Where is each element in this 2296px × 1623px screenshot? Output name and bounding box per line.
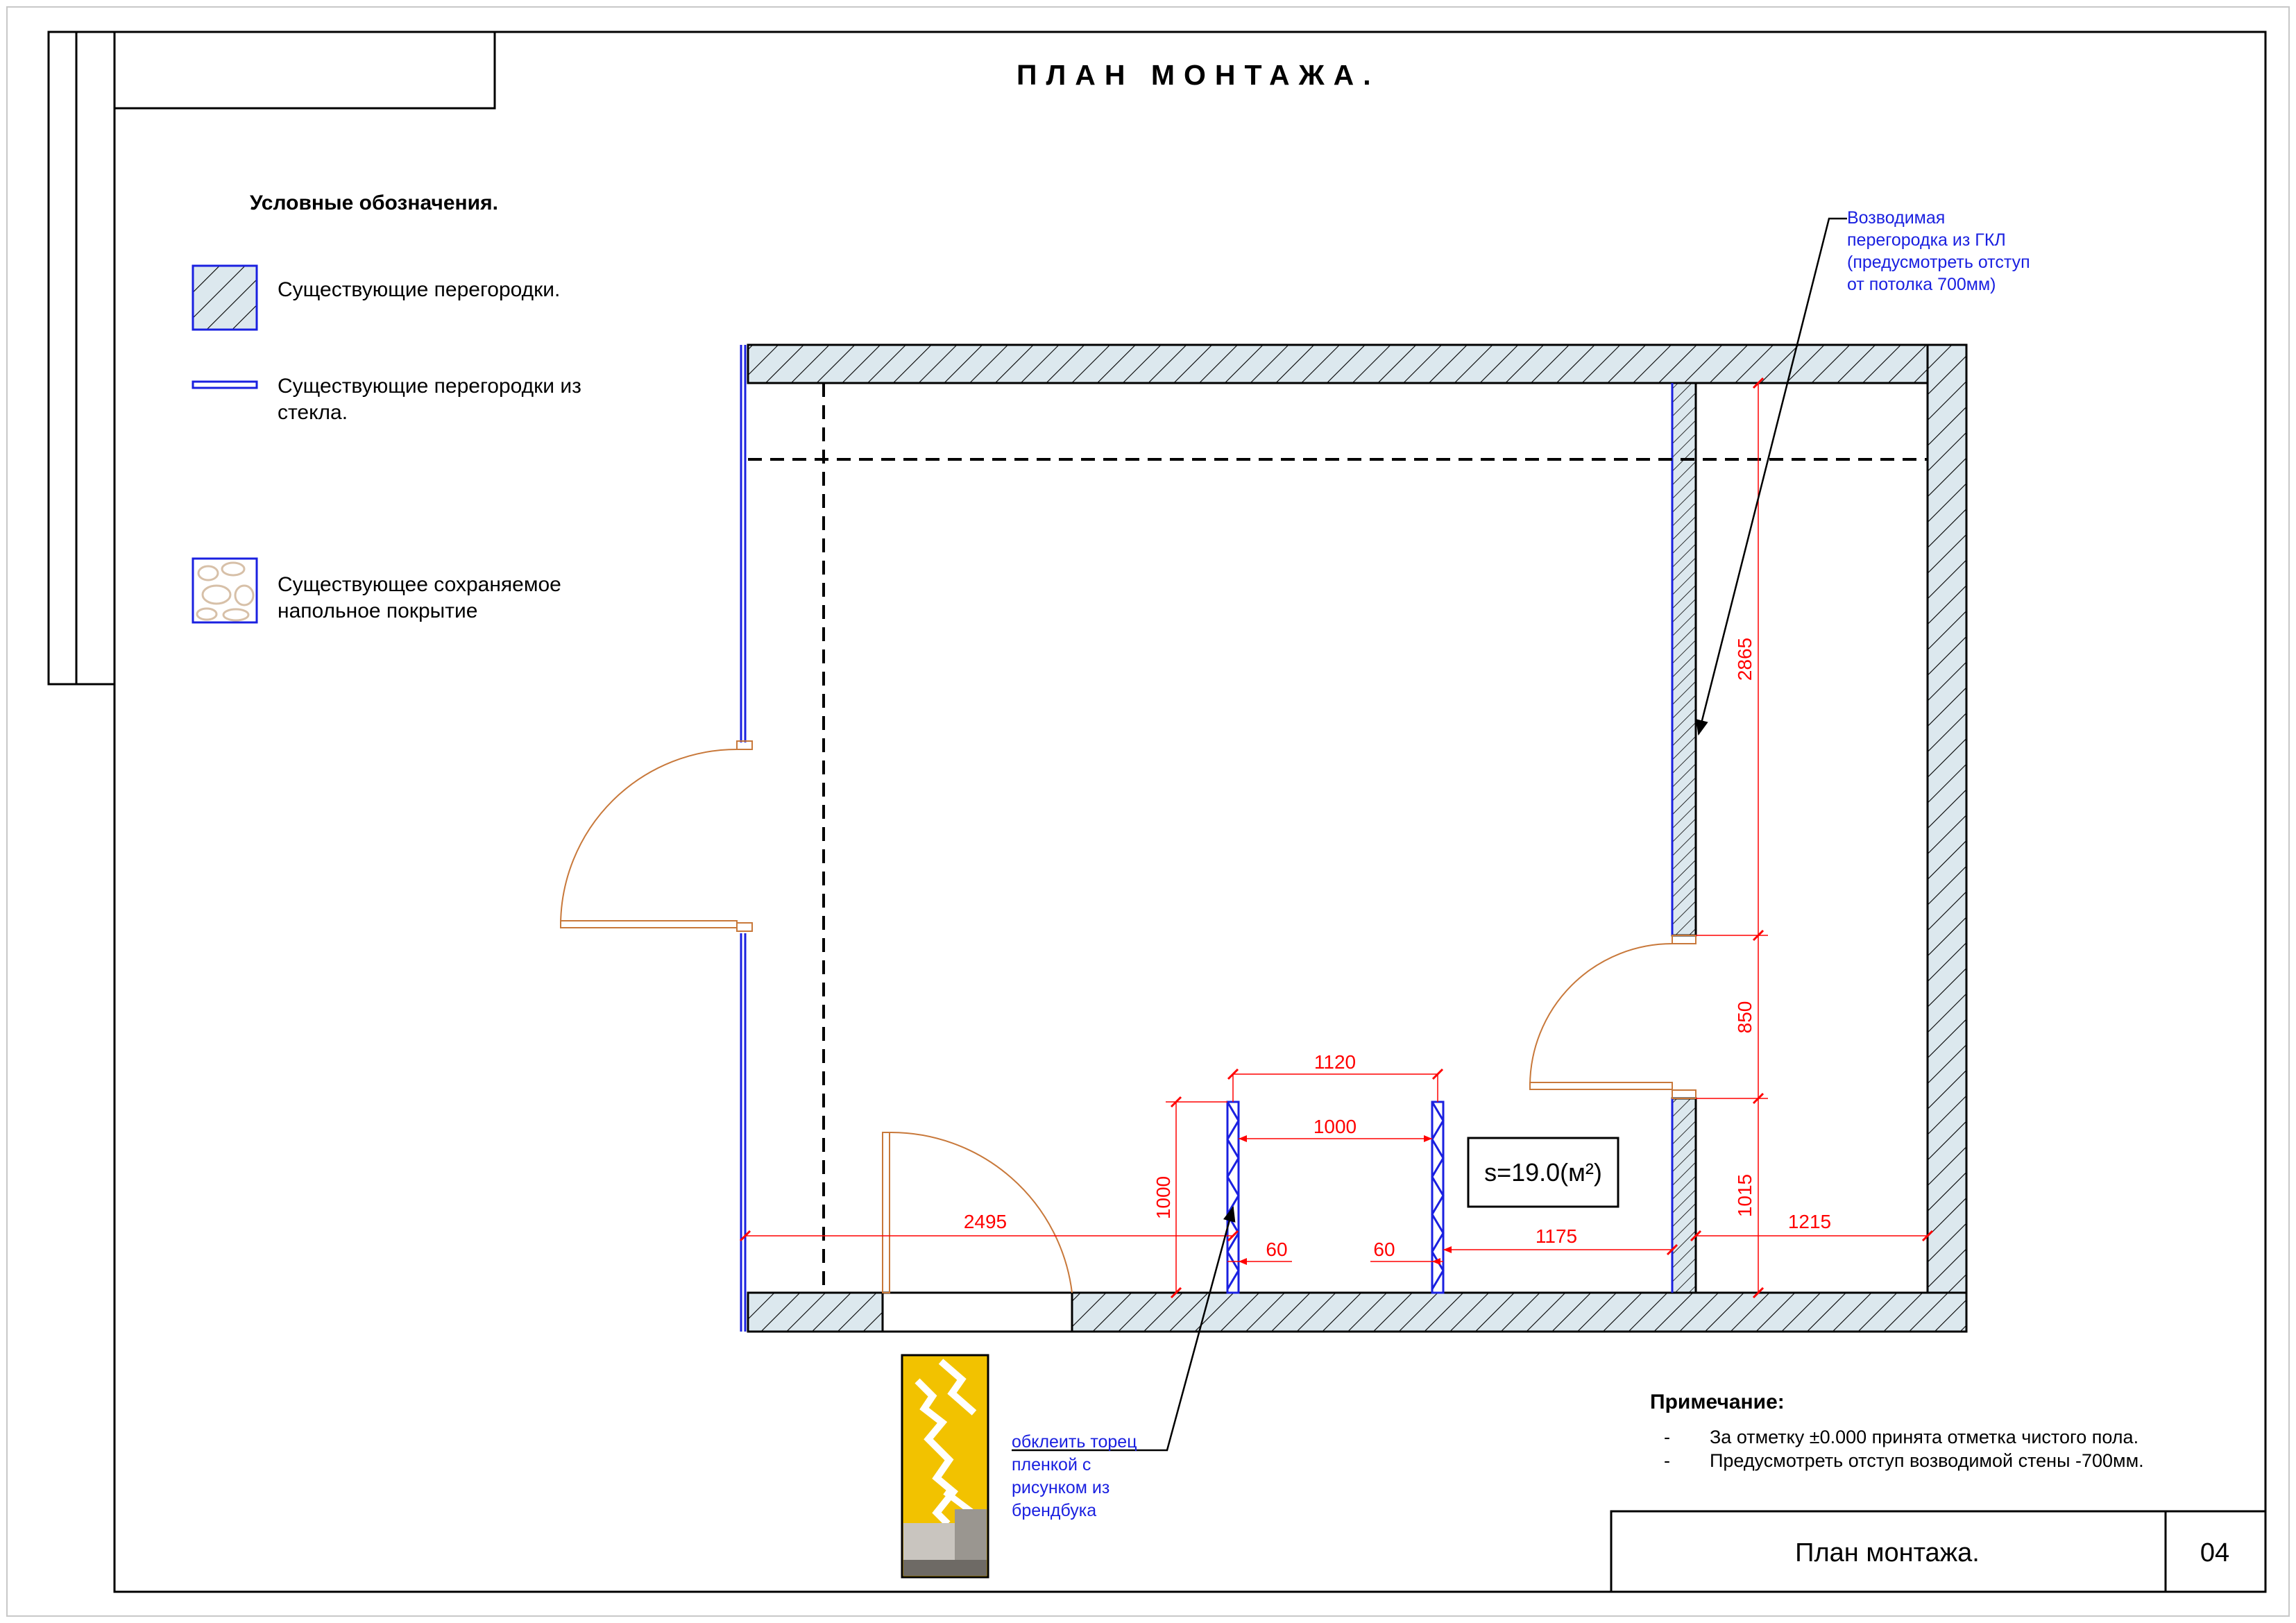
outer-border bbox=[6, 6, 2290, 1617]
callout-gkl-line-1: Возводимая bbox=[1847, 208, 1945, 228]
dim-60-right: 60 bbox=[1373, 1239, 1395, 1260]
dim-2495: 2495 bbox=[964, 1211, 1007, 1232]
truss-post-right bbox=[1431, 1101, 1445, 1294]
dim-850: 850 bbox=[1734, 1001, 1755, 1034]
callout-film-line-3: рисунком из bbox=[1012, 1478, 1109, 1497]
bottom-wall-right bbox=[1071, 1291, 1968, 1333]
dim-60-left: 60 bbox=[1266, 1239, 1287, 1260]
door-right bbox=[1529, 935, 1697, 1099]
glass-partition-left bbox=[740, 345, 747, 1332]
top-left-box bbox=[113, 31, 496, 110]
callout-gkl-line-3: (предусмотреть отступ bbox=[1847, 253, 2030, 272]
note-item-2: Предусмотреть отступ возводимой стены -7… bbox=[1710, 1450, 2144, 1471]
dimension-lines bbox=[745, 383, 1928, 1293]
brandbook-swatch-image bbox=[901, 1354, 989, 1579]
callout-film-line-4: брендбука bbox=[1012, 1501, 1096, 1520]
note-bullet-1: - bbox=[1664, 1427, 1670, 1447]
floor-covering-swatch bbox=[192, 557, 258, 624]
top-wall bbox=[747, 343, 1968, 384]
dim-2865: 2865 bbox=[1734, 638, 1755, 681]
door-bottom bbox=[881, 1131, 1073, 1333]
notes-heading: Примечание: bbox=[1650, 1391, 1785, 1413]
glass-partition-swatch bbox=[192, 380, 258, 389]
callout-film-line-1: обклеить торец bbox=[1012, 1432, 1137, 1452]
legend: Условные обозначения. Существующие перег… bbox=[192, 192, 581, 624]
drawing-frame bbox=[113, 31, 2267, 1593]
dimension-arrows bbox=[1239, 1135, 1452, 1265]
truss-post-left bbox=[1226, 1101, 1240, 1294]
bottom-wall-left bbox=[747, 1291, 884, 1333]
dim-1015: 1015 bbox=[1734, 1174, 1755, 1217]
dim-1215: 1215 bbox=[1788, 1211, 1831, 1232]
dim-1000-horizontal: 1000 bbox=[1313, 1116, 1357, 1137]
hatched-wall-swatch bbox=[192, 264, 258, 331]
area-label-box bbox=[1467, 1137, 1619, 1208]
right-wall bbox=[1926, 343, 1968, 1294]
callout-gkl: Возводимая перегородка из ГКЛ (предусмот… bbox=[1696, 208, 2030, 736]
legend-item-walls: Существующие перегородки. bbox=[278, 278, 560, 301]
legend-item-glass-1: Существующие перегородки из bbox=[278, 375, 581, 398]
door-left bbox=[560, 740, 753, 932]
note-item-1: За отметку ±0.000 принята отметка чистог… bbox=[1710, 1427, 2138, 1447]
dim-1000-vertical: 1000 bbox=[1153, 1176, 1174, 1219]
area-label: s=19.0(м²) bbox=[1484, 1158, 1602, 1187]
callout-gkl-line-2: перегородка из ГКЛ bbox=[1847, 230, 2006, 250]
legend-item-glass-2: стекла. bbox=[278, 401, 348, 424]
legend-heading: Условные обозначения. bbox=[250, 192, 498, 214]
gkl-partition bbox=[1671, 382, 1697, 1294]
existing-walls bbox=[747, 343, 1968, 1333]
sheet-title: ПЛАН МОНТАЖА. bbox=[1017, 59, 1380, 91]
side-strip bbox=[47, 31, 116, 686]
notes: Примечание: - За отметку ±0.000 принята … bbox=[1650, 1391, 2144, 1471]
note-bullet-2: - bbox=[1664, 1450, 1670, 1471]
dim-1175: 1175 bbox=[1536, 1225, 1577, 1247]
callout-film-line-2: пленкой с bbox=[1012, 1455, 1091, 1475]
stamp-sheet-number: 04 bbox=[2200, 1538, 2229, 1567]
stamp-title: План монтажа. bbox=[1795, 1538, 1980, 1567]
legend-item-floor-2: напольное покрытие bbox=[278, 600, 477, 622]
legend-item-floor-1: Существующее сохраняемое bbox=[278, 573, 561, 596]
dim-1120: 1120 bbox=[1314, 1051, 1356, 1073]
callout-gkl-line-4: от потолка 700мм) bbox=[1847, 275, 1996, 294]
dimension-ticks bbox=[739, 377, 1934, 1299]
title-stamp: План монтажа. 04 bbox=[1610, 1510, 2267, 1593]
callout-end-film: обклеить торец пленкой с рисунком из бре… bbox=[1012, 1205, 1236, 1520]
